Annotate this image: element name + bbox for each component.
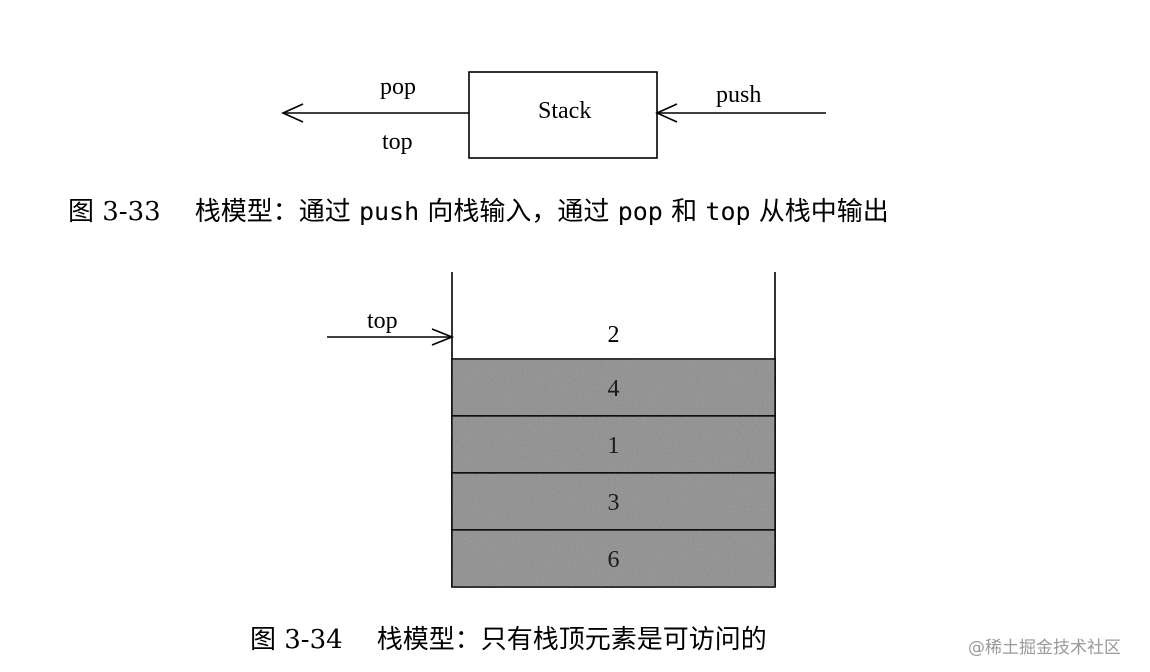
top-label: top: [382, 129, 413, 155]
caption-text: 向栈输入，通过: [419, 197, 618, 227]
top-pointer-label: top: [367, 308, 398, 334]
stack-box-label: Stack: [538, 98, 592, 124]
caption-text: 从栈中输出: [750, 197, 889, 227]
code-push: push: [358, 197, 420, 226]
caption-number: 图 3-34: [250, 625, 343, 655]
cell-texture: [452, 473, 775, 530]
watermark: @稀土掘金技术社区: [968, 638, 1121, 658]
top-element-value: 2: [607, 322, 620, 348]
cell-texture: [452, 359, 775, 416]
caption-text: 栈模型：只有栈顶元素是可访问的: [376, 625, 767, 655]
code-pop: pop: [617, 197, 663, 226]
caption-text: 栈模型：通过: [194, 197, 359, 227]
push-label: push: [716, 82, 762, 108]
figure-3-34-caption: 图 3-34 栈模型：只有栈顶元素是可访问的: [250, 627, 767, 653]
caption-number: 图 3-33: [68, 197, 161, 227]
stack-cells: [451, 358, 776, 588]
figure-3-33-caption: 图 3-33 栈模型：通过 push 向栈输入，通过 pop 和 top 从栈中输…: [68, 199, 889, 225]
stack-cell-value: 4: [607, 376, 620, 402]
stack-cell-value: 1: [607, 433, 620, 459]
stack-box: [468, 71, 658, 159]
pop-arrow: [281, 103, 469, 123]
pop-label: pop: [380, 74, 416, 100]
cell-texture: [452, 530, 775, 587]
code-top: top: [705, 197, 751, 226]
push-arrow: [655, 103, 826, 123]
top-pointer-arrow: [327, 328, 455, 346]
stack-cell-value: 3: [607, 490, 620, 516]
caption-text: 和: [662, 197, 706, 227]
stack-cell-value: 6: [607, 547, 620, 573]
cell-texture: [452, 416, 775, 473]
